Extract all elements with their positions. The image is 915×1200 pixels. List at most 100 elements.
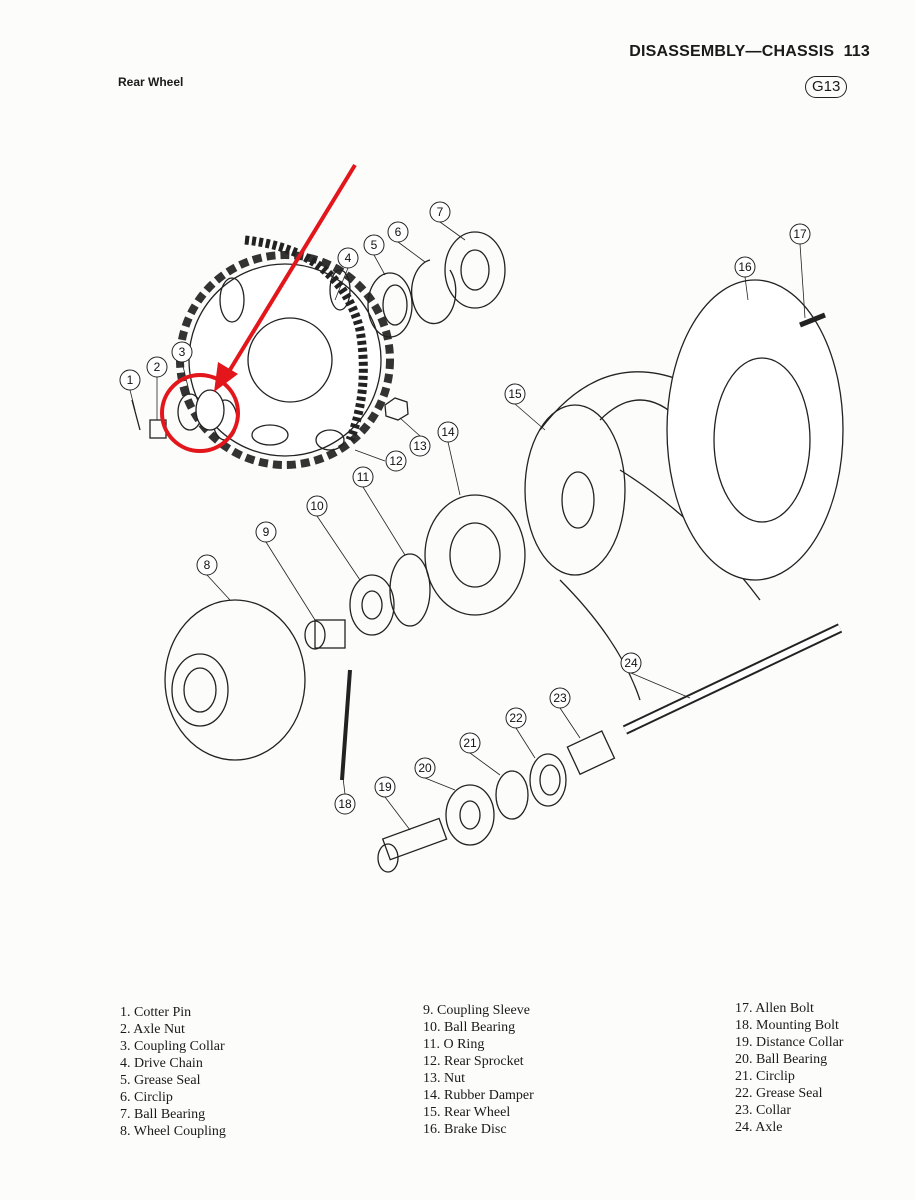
figure-code-badge: G13 — [805, 76, 848, 98]
legend-item: 21. Circlip — [735, 1069, 795, 1084]
mounting-bolt — [340, 669, 352, 781]
callout-20: 20 — [414, 757, 436, 779]
o-ring — [389, 553, 431, 627]
svg-text:12: 12 — [389, 454, 403, 468]
rubber-damper — [424, 494, 526, 616]
svg-text:2: 2 — [154, 360, 161, 374]
rear-sprocket — [176, 251, 394, 469]
callout-5: 5 — [363, 234, 385, 256]
svg-text:6: 6 — [395, 225, 402, 239]
section-title: Rear Wheel — [118, 75, 184, 89]
exploded-diagram: 1 2 3 4 5 6 7 8 9 10 11 12 13 14 15 16 1… — [119, 163, 844, 873]
legend-item: 17. Allen Bolt — [735, 1001, 814, 1016]
legend-item: 22. Grease Seal — [735, 1086, 823, 1101]
grease-seal-top — [367, 272, 413, 338]
header-title: DISASSEMBLY—CHASSIS — [629, 43, 835, 60]
svg-text:23: 23 — [553, 691, 567, 705]
svg-text:17: 17 — [793, 227, 807, 241]
svg-text:13: 13 — [413, 439, 427, 453]
highlight-circle — [160, 373, 240, 453]
legend-item: 9. Coupling Sleeve — [423, 1003, 530, 1018]
legend-item: 3. Coupling Collar — [120, 1039, 225, 1054]
callout-10: 10 — [306, 495, 328, 517]
legend-item: 8. Wheel Coupling — [120, 1124, 226, 1139]
callout-15: 15 — [504, 383, 526, 405]
svg-text:1: 1 — [127, 373, 134, 387]
svg-text:14: 14 — [441, 425, 455, 439]
page-number: 113 — [843, 43, 870, 60]
callout-19: 19 — [374, 776, 396, 798]
svg-text:8: 8 — [204, 558, 211, 572]
legend-item: 14. Rubber Damper — [423, 1088, 534, 1103]
ball-bearing-top — [444, 231, 506, 309]
callout-11: 11 — [352, 466, 374, 488]
svg-text:9: 9 — [263, 525, 270, 539]
legend-item: 4. Drive Chain — [120, 1056, 203, 1071]
svg-text:18: 18 — [338, 797, 352, 811]
collar — [566, 730, 616, 776]
svg-text:5: 5 — [371, 238, 378, 252]
distance-collar — [377, 817, 448, 873]
callout-22: 22 — [505, 707, 527, 729]
cotter-pin — [131, 399, 141, 431]
svg-text:10: 10 — [310, 499, 324, 513]
legend-item: 2. Axle Nut — [120, 1022, 185, 1037]
coupling-sleeve — [304, 619, 346, 650]
coupling-collar — [177, 389, 225, 431]
legend-item: 15. Rear Wheel — [423, 1105, 511, 1120]
svg-text:22: 22 — [509, 711, 523, 725]
svg-text:19: 19 — [378, 780, 392, 794]
legend-column-2: 9. Coupling Sleeve 10. Ball Bearing 11. … — [423, 1002, 534, 1138]
axle — [622, 623, 843, 735]
callout-1: 1 — [119, 369, 141, 391]
callout-8: 8 — [196, 554, 218, 576]
circlip-bottom — [495, 770, 529, 820]
legend-item: 20. Ball Bearing — [735, 1052, 828, 1067]
callout-24: 24 — [620, 652, 642, 674]
legend-item: 7. Ball Bearing — [120, 1107, 206, 1122]
legend-item: 18. Mounting Bolt — [735, 1018, 839, 1033]
callout-9: 9 — [255, 521, 277, 543]
drive-chain — [244, 235, 368, 442]
svg-text:24: 24 — [624, 656, 638, 670]
callout-21: 21 — [459, 732, 481, 754]
ball-bearing-10 — [349, 574, 395, 636]
legend-item: 11. O Ring — [423, 1037, 485, 1052]
svg-text:11: 11 — [357, 470, 370, 484]
legend-item: 23. Collar — [735, 1103, 791, 1118]
svg-text:21: 21 — [463, 736, 477, 750]
callout-23: 23 — [549, 687, 571, 709]
page-header: DISASSEMBLY—CHASSIS 113 — [629, 43, 870, 61]
legend-column-1: 1. Cotter Pin 2. Axle Nut 3. Coupling Co… — [120, 1004, 226, 1140]
legend-item: 16. Brake Disc — [423, 1122, 507, 1137]
callout-7: 7 — [429, 201, 451, 223]
legend-column-3: 17. Allen Bolt 18. Mounting Bolt 19. Dis… — [735, 1000, 843, 1136]
callout-16: 16 — [734, 256, 756, 278]
legend-item: 1. Cotter Pin — [120, 1005, 192, 1020]
svg-text:3: 3 — [179, 345, 186, 359]
svg-text:4: 4 — [345, 251, 352, 265]
sprocket-nut — [384, 397, 409, 421]
wheel-coupling — [164, 599, 306, 761]
brake-disc — [666, 279, 844, 581]
callout-17: 17 — [789, 223, 811, 245]
callout-12: 12 — [385, 450, 407, 472]
legend-item: 13. Nut — [423, 1071, 465, 1086]
callout-6: 6 — [387, 221, 409, 243]
svg-text:20: 20 — [418, 761, 432, 775]
callout-18: 18 — [334, 793, 356, 815]
ball-bearing-20 — [445, 784, 495, 846]
svg-text:7: 7 — [437, 205, 444, 219]
allen-bolt — [799, 312, 826, 328]
legend-item: 19. Distance Collar — [735, 1035, 844, 1050]
callout-4: 4 — [337, 247, 359, 269]
callout-2: 2 — [146, 356, 168, 378]
callout-13: 13 — [409, 435, 431, 457]
legend-item: 10. Ball Bearing — [423, 1020, 516, 1035]
grease-seal-bottom — [529, 753, 567, 807]
svg-text:16: 16 — [738, 260, 752, 274]
red-arrow-icon — [223, 163, 357, 380]
callout-14: 14 — [437, 421, 459, 443]
circlip-top — [411, 259, 457, 325]
callout-3: 3 — [171, 341, 193, 363]
